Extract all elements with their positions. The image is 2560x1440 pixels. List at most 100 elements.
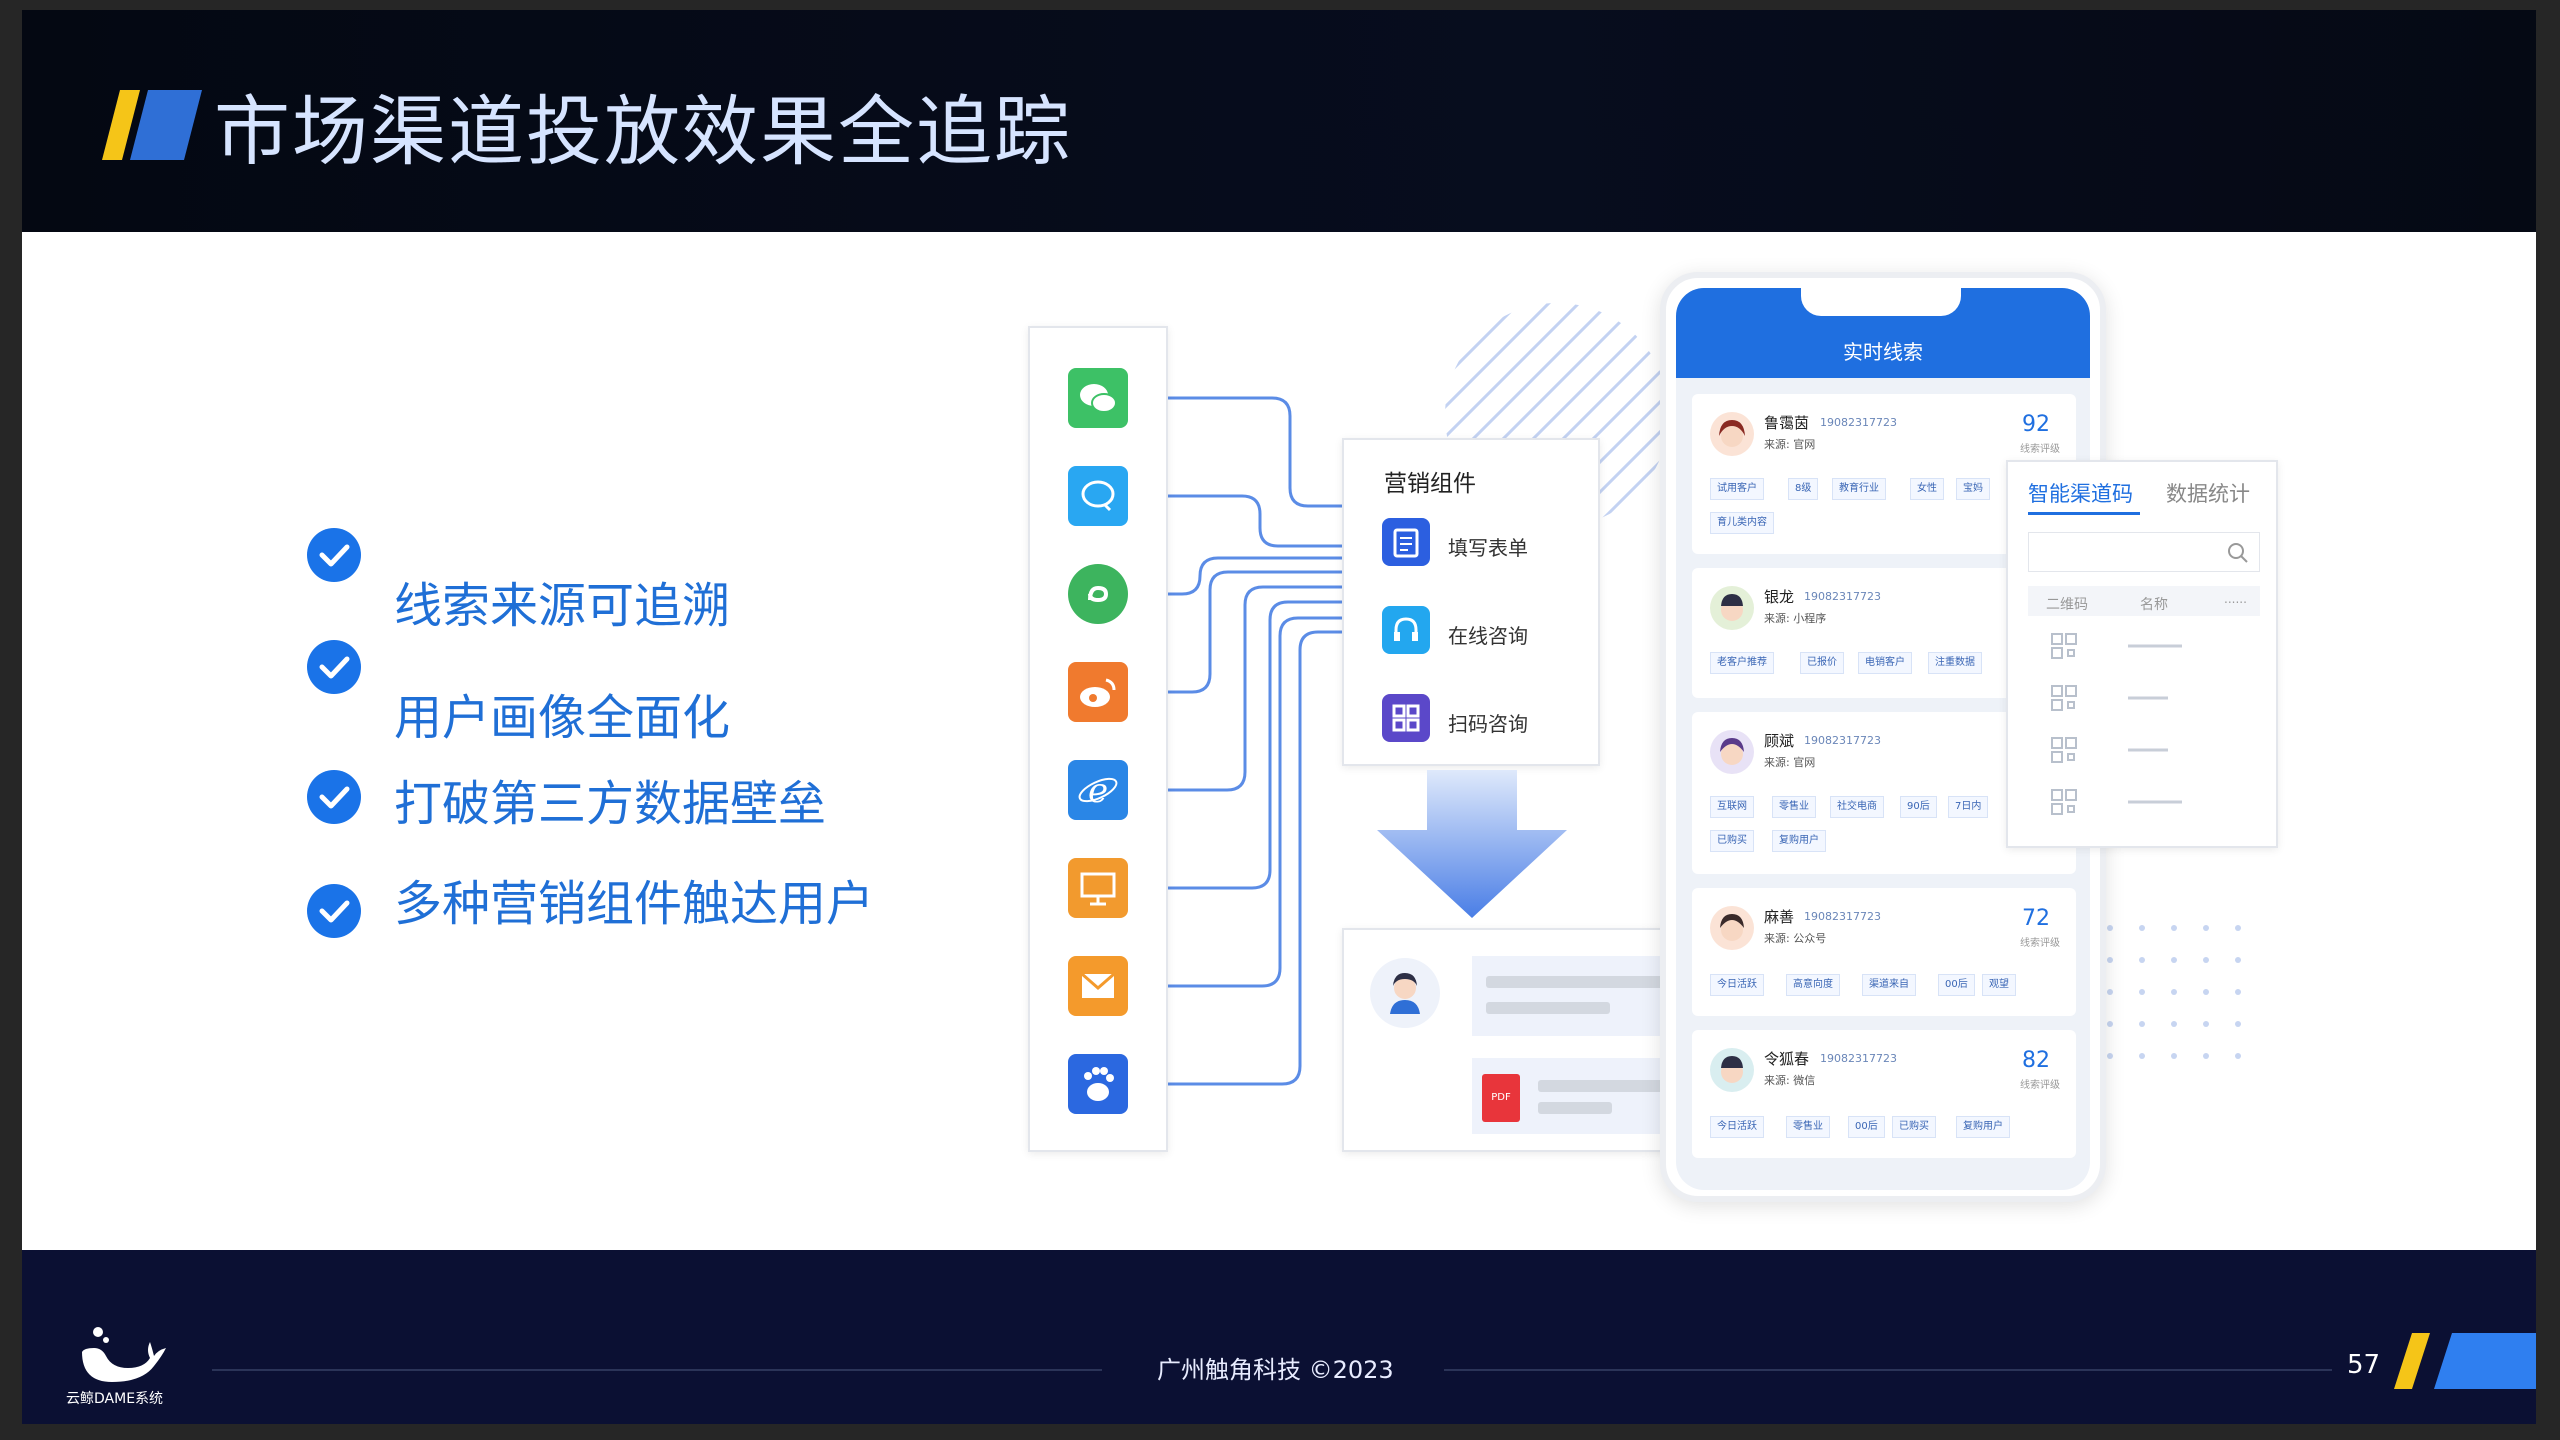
lead-source: 来源: 公众号 [1764,932,1827,945]
lead-phone: 19082317723 [1804,590,1881,603]
lead-name: 麻善 [1764,908,1795,926]
tab-data-stats[interactable]: 数据统计 [2166,482,2250,506]
channel-icons-panel: e [1028,326,1168,1152]
lead-name: 顾斌 [1764,732,1795,750]
lead-tag: 复购用户 [1956,1116,2010,1138]
lead-phone: 19082317723 [1804,910,1881,923]
search-icon [2228,543,2248,563]
lead-phone: 19082317723 [1804,734,1881,747]
slide-header: 市场渠道投放效果全追踪 [22,10,2536,232]
lead-avatar [1710,1048,1754,1092]
lead-avatar [1710,586,1754,630]
check-icon [307,640,361,694]
qrcode-list [2051,633,2182,815]
lead-card[interactable]: 麻善 19082317723 来源: 公众号 72 线索评级 今日活跃 高意向度… [1692,888,2076,1016]
widget-item-form[interactable]: 填写表单 [1448,536,1528,560]
lead-tag: 试用客户 [1710,478,1764,500]
baidu-icon[interactable] [1068,1054,1128,1114]
pdf-attachment[interactable]: PDF [1472,1058,1692,1134]
form-icon [1382,518,1430,566]
lead-tag: 高意向度 [1786,974,1840,996]
whale-logo-icon [82,1327,166,1382]
lead-name: 令狐春 [1764,1050,1810,1068]
lead-tag: 育儿类内容 [1710,512,1774,534]
widget-item-scan[interactable]: 扫码咨询 [1448,712,1528,736]
qrcode-icon [1382,694,1430,742]
lead-score-label: 线索评级 [2020,1080,2060,1091]
page-number: 57 [2347,1350,2381,1380]
lead-avatar [1710,412,1754,456]
lead-tag: 00后 [1848,1116,1885,1138]
check-icon [307,884,361,938]
footer-accent-icon [2394,1333,2536,1389]
browser-icon[interactable]: e [1068,760,1128,820]
check-icon [307,528,361,582]
search-input[interactable] [2028,532,2260,572]
wechat-icon[interactable] [1068,368,1128,428]
lead-source: 来源: 小程序 [1764,612,1827,625]
lead-tag: 注重数据 [1928,652,1982,674]
lead-tag: 社交电商 [1830,796,1884,818]
lead-tag: 观望 [1982,974,2016,996]
lead-tag: 零售业 [1786,1116,1830,1138]
lead-score: 82 [2022,1048,2050,1073]
pdf-icon: PDF [1482,1074,1520,1122]
lead-source: 来源: 官网 [1764,756,1816,769]
connector-lines [1154,396,1342,1086]
presentation-icon[interactable] [1068,858,1128,918]
lead-tag: 渠道来自 [1862,974,1916,996]
footer-divider [1444,1369,2332,1371]
lead-tag: 已购买 [1710,830,1754,852]
headset-icon [1382,606,1430,654]
lead-tag: 教育行业 [1832,478,1886,500]
tab-channel-code[interactable]: 智能渠道码 [2028,482,2133,506]
lead-score-label: 线索评级 [2020,444,2060,455]
qq-chat-icon[interactable] [1068,466,1128,526]
feature-label: 用户画像全面化 [394,690,731,746]
channel-code-panel: 智能渠道码 数据统计 二维码 名称 ...... [2006,460,2278,848]
check-icon [307,770,361,824]
feature-item: 打破第三方数据壁垒 [307,770,1007,832]
widget-item-consult[interactable]: 在线咨询 [1448,624,1528,648]
user-content-card: PDF [1342,928,1712,1152]
brand-name: 云鲸DAME系统 [66,1391,164,1407]
lead-score: 92 [2022,412,2050,437]
lead-tag: 女性 [1910,478,1944,500]
lead-tag: 零售业 [1772,796,1816,818]
feature-item: 线索来源可追溯 [307,528,1007,634]
feature-item: 用户画像全面化 [307,640,1007,746]
user-avatar [1370,958,1440,1028]
phone-header-title: 实时线索 [1843,340,1923,364]
footer-divider [212,1369,1102,1371]
down-arrow-icon [1377,770,1567,918]
weibo-icon[interactable] [1068,662,1128,722]
feature-label: 多种营销组件触达用户 [394,876,875,932]
slide-footer: 云鲸DAME系统 广州触角科技 ©2023 57 [22,1250,2536,1424]
feature-item: 多种营销组件触达用户 [307,876,1007,940]
lead-tag: 互联网 [1710,796,1754,818]
lead-source: 来源: 微信 [1764,1074,1816,1087]
lead-tag: 今日活跃 [1710,1116,1764,1138]
lead-tag: 7日内 [1948,796,1989,818]
lead-tag: 老客户推荐 [1710,652,1774,674]
marketing-illustration: e 营销组件 填写表单 在线咨询 [1022,260,2302,1220]
mini-program-icon[interactable] [1068,564,1128,624]
feature-label: 线索来源可追溯 [394,578,731,634]
lead-avatar [1710,730,1754,774]
lead-score-label: 线索评级 [2020,938,2060,949]
lead-tag: 已报价 [1800,652,1844,674]
marketing-widget-panel: 营销组件 填写表单 在线咨询 扫码咨询 [1342,438,1600,766]
lead-name: 鲁霭茵 [1764,414,1810,432]
widget-title: 营销组件 [1384,471,1476,497]
page-title: 市场渠道投放效果全追踪 [214,87,1072,176]
lead-phone: 19082317723 [1820,1052,1897,1065]
message-bubble [1472,956,1692,1036]
feature-label: 打破第三方数据壁垒 [394,776,827,832]
svg-text:e: e [1088,771,1108,811]
mail-icon[interactable] [1068,956,1128,1016]
lead-tag: 电销客户 [1858,652,1912,674]
lead-card[interactable]: 令狐春 19082317723 来源: 微信 82 线索评级 今日活跃 零售业 … [1692,1030,2076,1158]
phone-header: 实时线索 [1676,288,2090,378]
lead-tag: 8级 [1788,478,1819,500]
lead-source: 来源: 官网 [1764,438,1816,451]
